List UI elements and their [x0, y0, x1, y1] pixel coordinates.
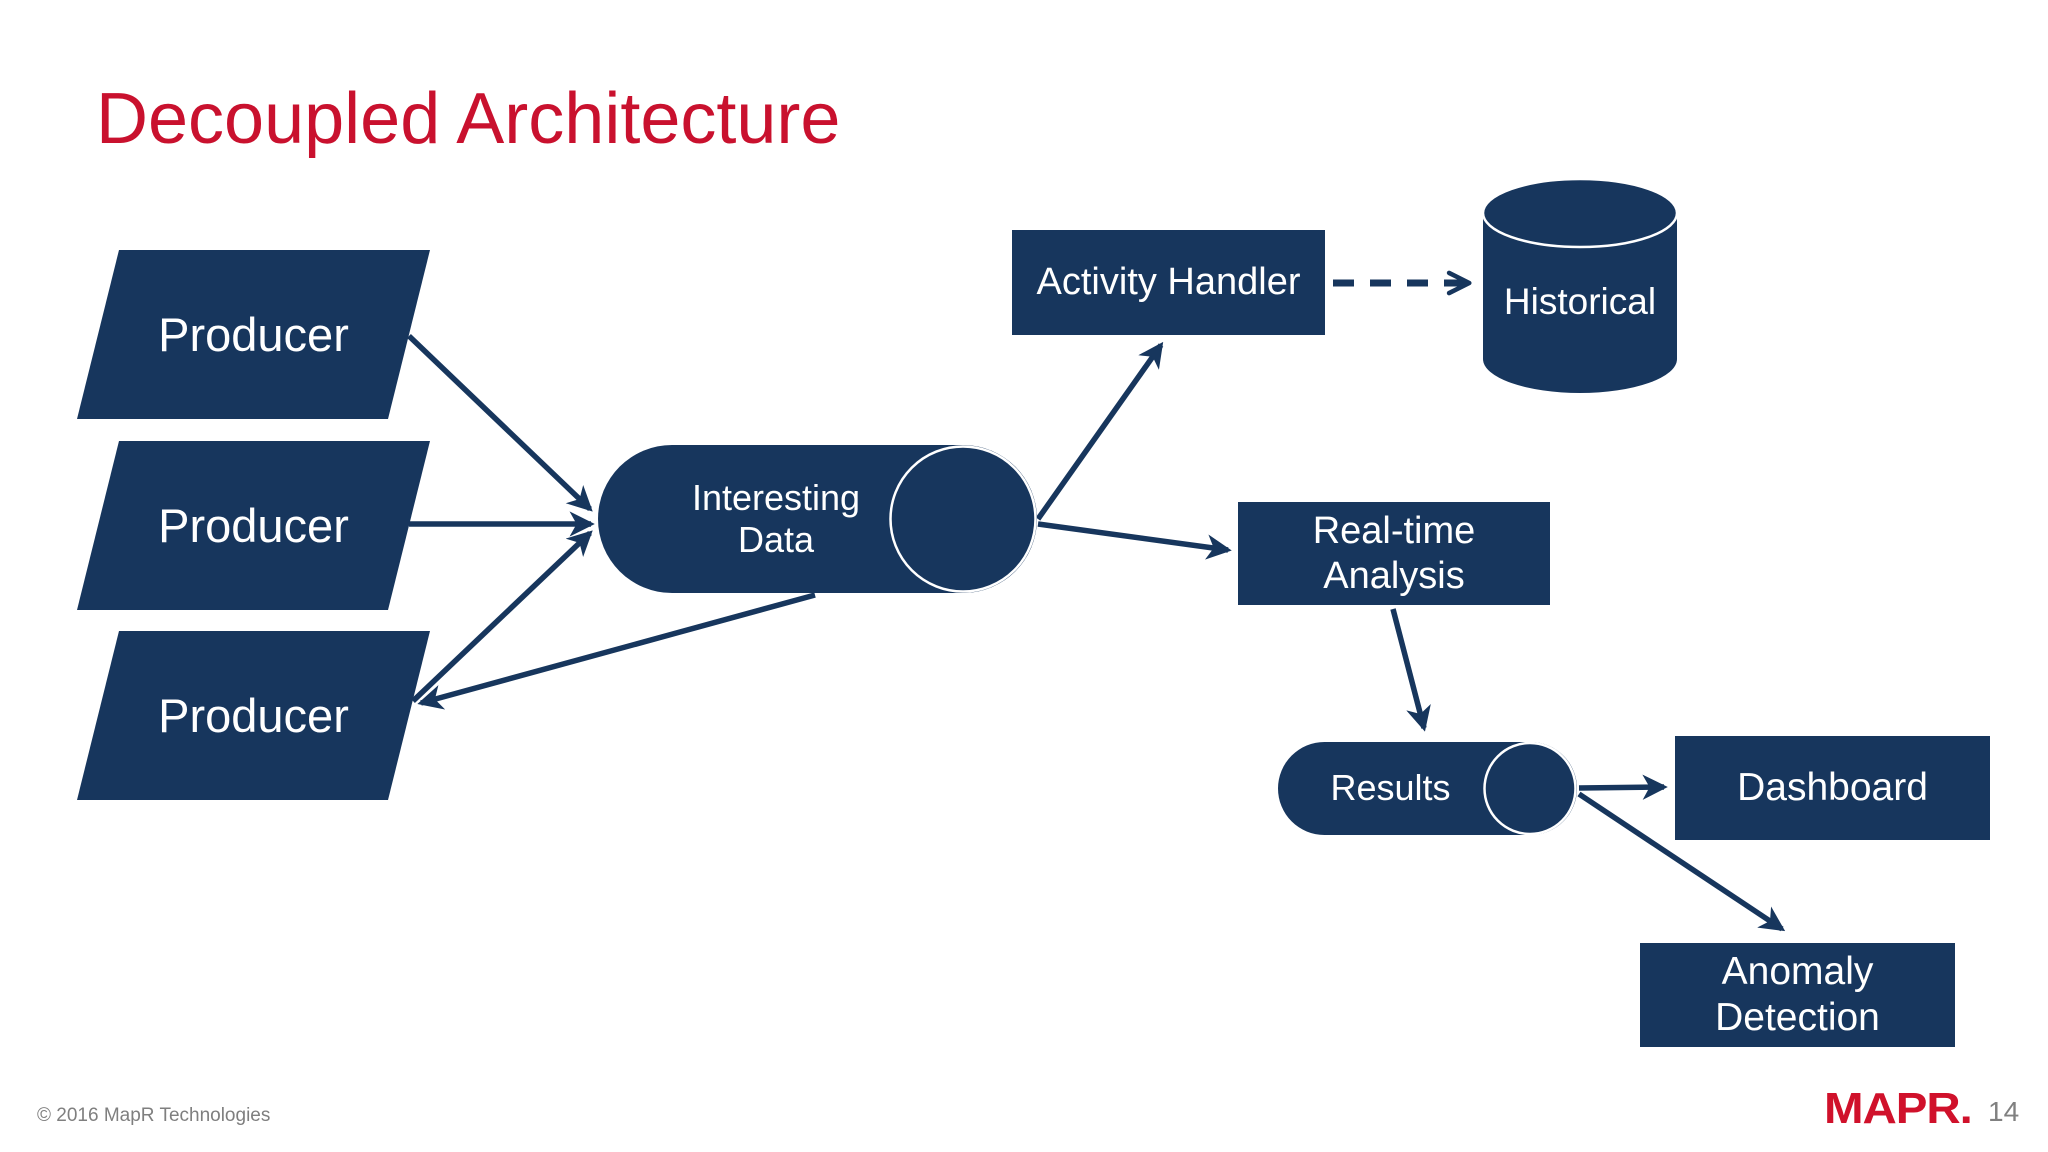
results-endcap: [1483, 741, 1577, 836]
anomaly-detection-shape: [1640, 943, 1955, 1047]
interesting-data-endcap: [889, 445, 1037, 593]
edge-interesting-data-to-producer3: [417, 592, 816, 710]
footer-copyright: © 2016 MapR Technologies: [37, 1105, 271, 1126]
realtime-analysis-shape: [1238, 502, 1550, 605]
activity-handler-shape: [1012, 230, 1325, 335]
edge-producer3-to-interesting-data: [411, 530, 593, 703]
producer-1-shape: [77, 250, 430, 419]
page-title: Decoupled Architecture: [96, 79, 841, 159]
mapr-logo: MAPR.: [1824, 1084, 1973, 1133]
edge-results-to-anomaly-detection: [1577, 791, 1786, 932]
dashboard-shape: [1675, 736, 1990, 840]
producer-2-shape: [77, 441, 430, 610]
historical-body-shape: [1483, 213, 1677, 393]
edge-results-to-dashboard: [1578, 774, 1668, 800]
edge-producer1-to-interesting-data: [407, 334, 593, 512]
edge-realtime-analysis-to-results: [1390, 608, 1431, 732]
edge-interesting-data-to-activity-handler: [1035, 341, 1164, 521]
page-number: 14: [1988, 1096, 2020, 1127]
producer-3-shape: [77, 631, 430, 800]
historical-top-shape: [1481, 177, 1679, 249]
edge-interesting-data-to-realtime-analysis: [1037, 521, 1232, 560]
